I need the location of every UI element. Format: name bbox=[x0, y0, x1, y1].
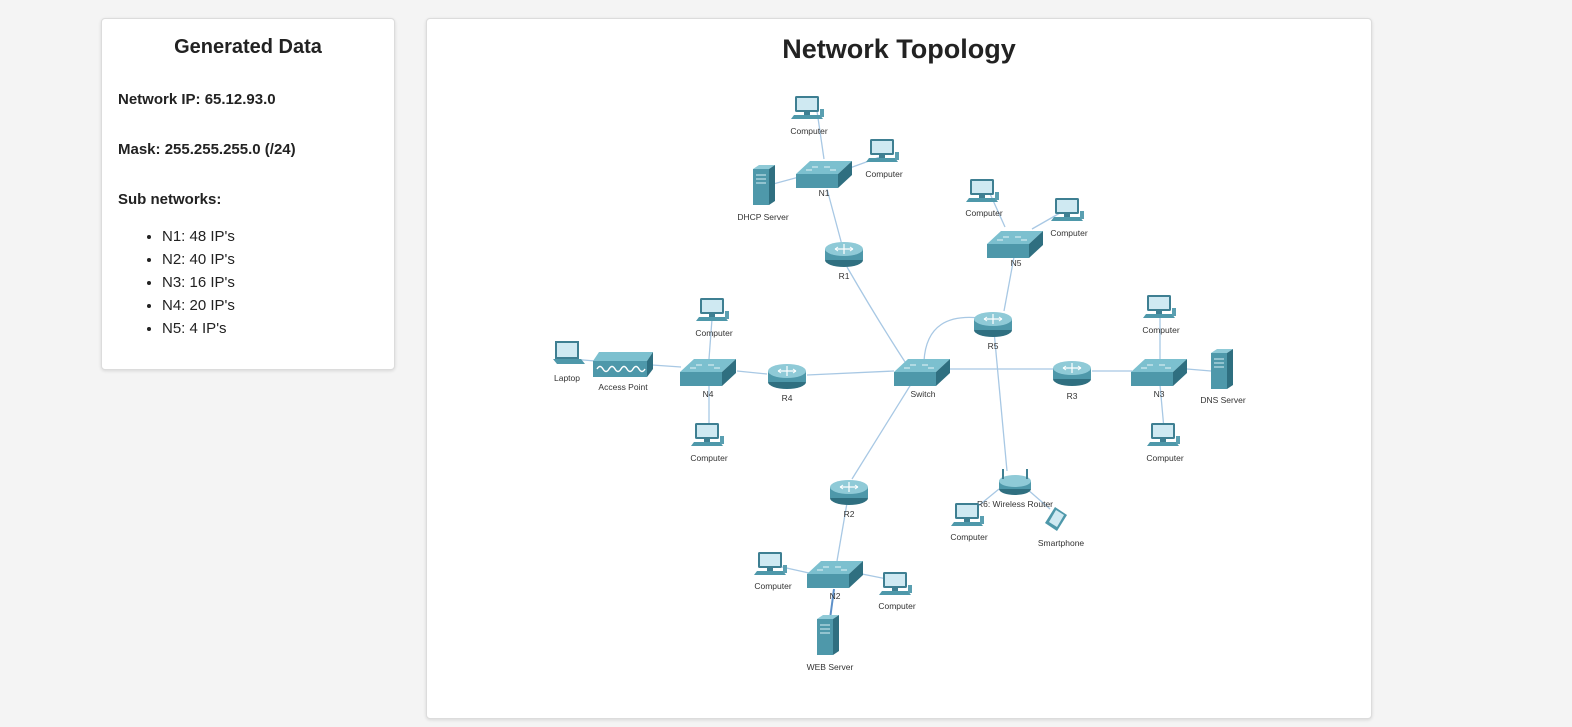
list-item: N4: 20 IP's bbox=[162, 294, 235, 317]
mask-label: Mask: bbox=[118, 141, 161, 158]
smartphone-icon[interactable] bbox=[1045, 507, 1067, 531]
router-r3-label: R3 bbox=[1067, 391, 1078, 401]
generated-data-title: Generated Data bbox=[174, 36, 322, 58]
router-r5-label: R5 bbox=[988, 341, 999, 351]
computer-label: Computer bbox=[965, 208, 1002, 218]
computer-label: Computer bbox=[754, 581, 791, 591]
switch-icon[interactable] bbox=[986, 230, 1044, 259]
computer-label: Computer bbox=[1146, 453, 1183, 463]
computer-icon[interactable] bbox=[696, 298, 729, 321]
router-icon[interactable] bbox=[767, 363, 807, 390]
computer-icon[interactable] bbox=[1147, 423, 1180, 446]
switch-label: Switch bbox=[910, 389, 935, 399]
wireless-router-label: R6: Wireless Router bbox=[977, 499, 1053, 509]
switch-icon[interactable] bbox=[1130, 358, 1188, 387]
router-icon[interactable] bbox=[829, 479, 869, 506]
server-icon[interactable] bbox=[752, 164, 776, 206]
list-item: N2: 40 IP's bbox=[162, 248, 235, 271]
router-r2-label: R2 bbox=[844, 509, 855, 519]
computer-label: Computer bbox=[790, 126, 827, 136]
computer-icon[interactable] bbox=[866, 139, 899, 162]
computer-label: Computer bbox=[690, 453, 727, 463]
mask-value: 255.255.255.0 (/24) bbox=[164, 141, 296, 158]
dns-server-label: DNS Server bbox=[1200, 395, 1246, 405]
router-icon[interactable] bbox=[824, 241, 864, 268]
wireless-router-icon[interactable] bbox=[998, 468, 1032, 496]
generated-data-panel: Generated Data Network IP: 65.12.93.0 Ma… bbox=[101, 18, 395, 370]
access-point-icon[interactable] bbox=[592, 351, 654, 378]
dhcp-server-label: DHCP Server bbox=[737, 212, 788, 222]
smartphone-label: Smartphone bbox=[1038, 538, 1085, 548]
switch-icon[interactable] bbox=[806, 560, 864, 589]
mask-line: Mask: 255.255.255.0 (/24) bbox=[118, 141, 296, 158]
computer-icon[interactable] bbox=[754, 552, 787, 575]
computer-label: Computer bbox=[878, 601, 915, 611]
computer-icon[interactable] bbox=[691, 423, 724, 446]
computer-label: Computer bbox=[865, 169, 902, 179]
switch-n3-label: N3 bbox=[1154, 389, 1165, 399]
server-icon[interactable] bbox=[816, 614, 840, 656]
server-icon[interactable] bbox=[1210, 348, 1234, 390]
switch-icon[interactable] bbox=[679, 358, 737, 387]
computer-icon[interactable] bbox=[1051, 198, 1084, 221]
router-r4-label: R4 bbox=[782, 393, 793, 403]
switch-icon[interactable] bbox=[795, 160, 853, 189]
list-item: N3: 16 IP's bbox=[162, 271, 235, 294]
subnet-list: N1: 48 IP's N2: 40 IP's N3: 16 IP's N4: … bbox=[118, 225, 235, 340]
laptop-icon[interactable] bbox=[553, 341, 585, 364]
network-ip-label: Network IP: bbox=[118, 91, 201, 108]
switch-n1-label: N1 bbox=[819, 188, 830, 198]
computer-label: Computer bbox=[950, 532, 987, 542]
switch-n5-label: N5 bbox=[1011, 258, 1022, 268]
access-point-label: Access Point bbox=[598, 382, 648, 392]
router-icon[interactable] bbox=[973, 311, 1013, 338]
computer-label: Computer bbox=[1050, 228, 1087, 238]
topology-diagram: Computer Computer DHCP Server N1 R1 Comp… bbox=[553, 96, 1246, 672]
list-item: N5: 4 IP's bbox=[162, 317, 235, 340]
links bbox=[571, 110, 1212, 620]
topology-title: Network Topology bbox=[782, 34, 1016, 64]
network-ip-line: Network IP: 65.12.93.0 bbox=[118, 91, 276, 108]
computer-icon[interactable] bbox=[966, 179, 999, 202]
computer-icon[interactable] bbox=[879, 572, 912, 595]
computer-icon[interactable] bbox=[1143, 295, 1176, 318]
computer-label: Computer bbox=[695, 328, 732, 338]
router-r1-label: R1 bbox=[839, 271, 850, 281]
web-server-label: WEB Server bbox=[807, 662, 854, 672]
laptop-label: Laptop bbox=[554, 373, 580, 383]
list-item: N1: 48 IP's bbox=[162, 225, 235, 248]
computer-icon[interactable] bbox=[791, 96, 824, 119]
computer-label: Computer bbox=[1142, 325, 1179, 335]
switch-n2-label: N2 bbox=[830, 591, 841, 601]
switch-n4-label: N4 bbox=[703, 389, 714, 399]
router-icon[interactable] bbox=[1052, 360, 1092, 387]
subnets-heading: Sub networks: bbox=[118, 191, 222, 208]
topology-panel: Network Topology bbox=[426, 18, 1372, 719]
network-ip-value: 65.12.93.0 bbox=[204, 91, 276, 108]
switch-icon[interactable] bbox=[893, 358, 951, 387]
